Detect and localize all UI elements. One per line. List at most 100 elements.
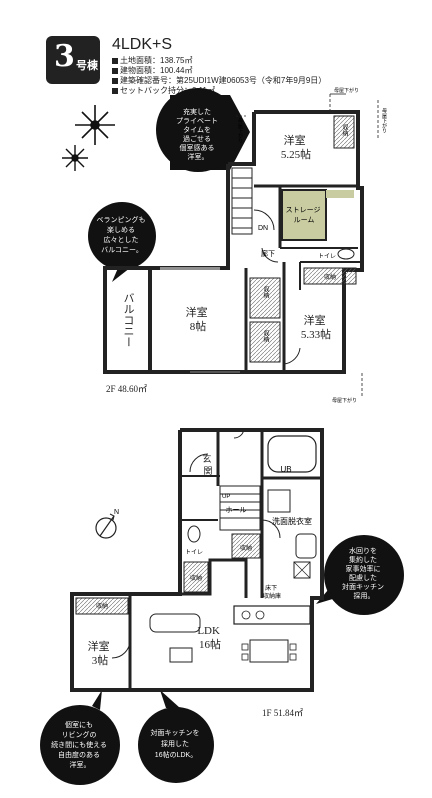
closet-label: 収納 [240,544,252,552]
room-size: 16帖 [199,638,221,651]
spec-text: 土地面積：138.75㎡ [120,56,193,65]
spec-text: 建物面積：100.44㎡ [120,66,193,75]
callout-line: バルコニー。 [101,246,143,254]
closet-label: 収納 [96,602,108,610]
floor-1-plan [70,427,324,692]
up-label: UP [222,494,230,500]
callout-line: 自由度のある [58,750,100,759]
room-label: 洋室 [304,313,326,327]
hallway-label: 廊下 [261,249,275,258]
svg-text:ストレージ ルーム: ストレージ ルーム [286,206,323,224]
room-label: ルーム [294,216,315,224]
floor-2-plan [103,93,379,396]
svg-text:ベランピングも 楽しめる 広々とした: ベランピングも 楽しめる 広々とした バルコニー。 [97,215,148,254]
callout-line: 配慮した [349,573,377,582]
callout-line: 楽しめる [107,225,135,234]
svg-text:水回りを 集約した 家事効率に: 水回りを 集約した 家事効率に 配慮した 対面キッチン 採用。 [342,546,386,600]
compass-icon [95,513,117,539]
washroom-label: 洗面脱衣室 [272,516,312,526]
callout-balcony: ベランピングも 楽しめる 広々とした バルコニー。 [88,202,156,282]
callout-line: 個室感ある [180,143,215,152]
room-size: 8帖 [190,320,207,333]
callout-line: 採用した [161,739,189,748]
room-label: 洋室 [88,639,110,653]
closet-label: 収納 [324,273,336,281]
spec-text: セットバック持分：0.11㎡ [120,86,215,95]
svg-text:洋室 8帖: 洋室 8帖 [186,305,211,333]
callout-kitchen: 水回りを 集約した 家事効率に 配慮した 対面キッチン 採用。 [316,535,404,615]
floor-2-labels: 洋室 5.25帖 洋室 8帖 洋室 5.33帖 ストレージ ルーム バルコニー … [106,87,387,404]
callout-line: 16帖のLDK。 [155,750,197,759]
svg-text:洋室 3帖: 洋室 3帖 [88,639,113,667]
svg-text:洋室 5.33帖: 洋室 5.33帖 [301,313,331,341]
bullet-icon [112,77,118,84]
toilet-label: トイレ [318,254,336,260]
svg-text:洋室 5.25帖: 洋室 5.25帖 [281,133,311,161]
callout-line: 続き間にも使える [51,740,107,749]
spec-setback: セットバック持分：0.11㎡ [112,86,215,96]
svg-text:床下 収納庫: 床下 収納庫 [263,584,281,600]
callout-line: タイムを [183,125,211,134]
compass-north-label: N [114,509,119,516]
bullet-icon [112,87,118,94]
callout-line: 個室にも [65,720,93,729]
callout-line: 採用。 [354,591,375,600]
callout-line: プライベート [176,117,218,125]
room-label: 玄 [202,453,211,464]
toilet-label: トイレ [185,550,203,556]
callout-private-time: 充実した プライベート タイムを 過ごせる 個室感ある 洋室。 [156,88,250,172]
room-label: ストレージ [286,206,321,214]
spec-permit-number: 建築確認番号：第25UDI1W建06053号（令和7年9月9日） [112,76,326,86]
floor-1-area: 1F 51.84㎡ [262,708,303,718]
loft-annotation: 母屋下がり [332,397,357,404]
plan-type: 4LDK+S [112,36,173,53]
callout-line: 洋室。 [70,760,91,769]
pantry-label: 床下 [265,584,277,592]
svg-text:玄 関: 玄 関 [202,453,213,476]
callout-line: 対面キッチンを [151,728,200,737]
callout-line: 対面キッチン [342,582,384,591]
room-label: LDK [197,625,220,637]
svg-text:個室にも リビングの 続き間にも使え: 個室にも リビングの 続き間にも使える 自由度のある 洋室。 [51,720,109,769]
closet-label: 収納 [341,124,348,137]
spec-text: 建築確認番号：第25UDI1W建06053号（令和7年9月9日） [120,76,327,85]
closet-label: 収納 [262,330,269,343]
callout-line: 水回りを [349,546,377,555]
closet-label: 収納 [190,574,202,582]
callout-line: 洋室。 [188,152,209,161]
room-size: 5.25帖 [281,148,311,161]
building-number-badge: 3 号棟 [46,36,100,84]
callout-line: ベランピングも [97,215,146,224]
closet-label: 収納 [262,286,269,299]
loft-annotation: 母屋下がり [334,87,359,94]
room-size: 5.33帖 [301,328,331,341]
callout-line: 過ごせる [183,134,211,143]
spec-land-area: 土地面積：138.75㎡ [112,56,192,66]
dn-label: DN [258,225,268,232]
callout-western-room: 個室にも リビングの 続き間にも使える 自由度のある 洋室。 [40,690,120,785]
bullet-icon [112,57,118,64]
callout-line: 充実した [183,107,211,116]
callout-ldk: 対面キッチンを 採用した 16帖のLDK。 [138,690,214,783]
svg-text:充実した プライベート タイムを: 充実した プライベート タイムを 過ごせる 個室感ある 洋室。 [176,107,220,161]
floor-2-area: 2F 48.60㎡ [106,384,147,394]
balcony-label: バルコニー [122,293,135,348]
hall-label: ホール [226,506,247,514]
loft-annotation: 母屋下がり [381,108,387,134]
callout-line: 広々とした [104,235,139,244]
floor-1-labels: 玄 関 UB 洗面脱衣室 ホール UP トイレ 収納 収納 収納 LDK 16帖… [88,453,312,718]
ub-label: UB [280,465,291,474]
pantry-label: 収納庫 [263,592,281,600]
loft-annotation: 母屋下がり [237,118,243,144]
room-size: 3帖 [92,654,109,667]
spec-building-area: 建物面積：100.44㎡ [112,66,192,76]
building-unit: 号棟 [76,59,98,72]
sparkle-icon [62,145,88,171]
room-label: 洋室 [186,305,208,319]
svg-text:LDK 16帖: LDK 16帖 [197,625,222,651]
room-label: 洋室 [284,133,306,147]
bullet-icon [112,67,118,74]
callout-line: リビングの [62,730,97,739]
callout-line: 家事効率に [346,564,381,573]
